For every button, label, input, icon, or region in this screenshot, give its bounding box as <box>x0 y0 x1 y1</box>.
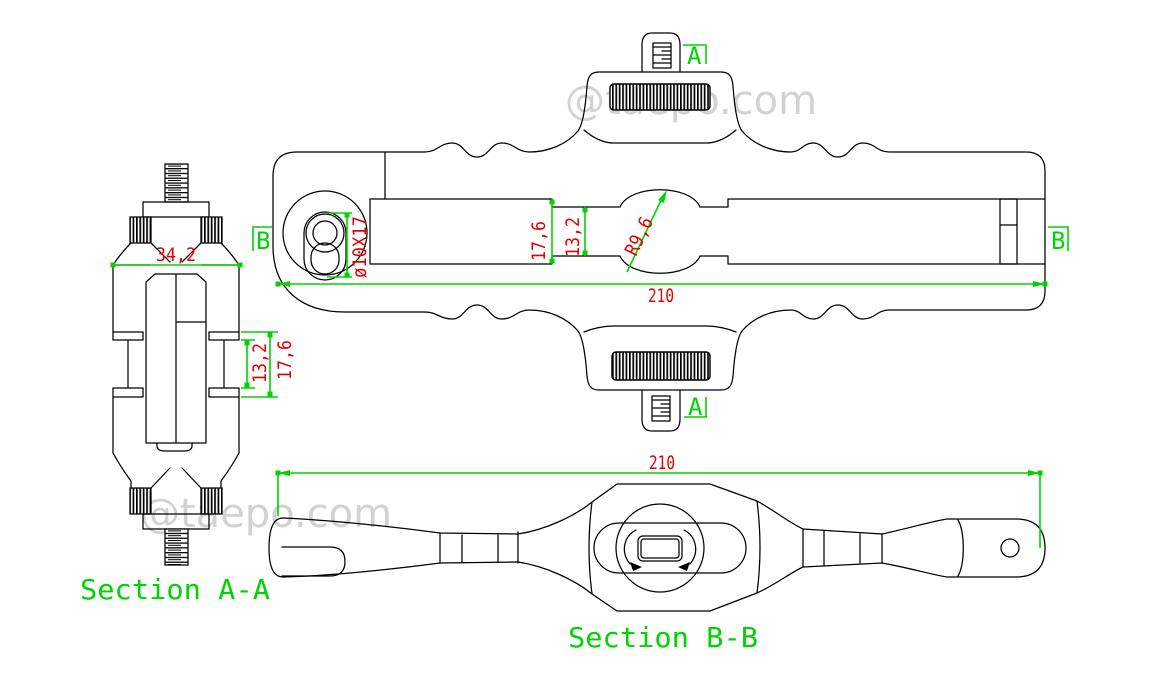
dim-side-width: 34,2 <box>156 244 196 266</box>
handle-hole <box>1000 538 1020 558</box>
dim-length-bottom-view: 210 <box>649 452 675 474</box>
radius-leader-line <box>626 193 665 273</box>
radius-arrowhead <box>658 190 667 203</box>
knurled-knob-bottom-right <box>200 487 223 515</box>
rod-shoulder-top <box>142 201 210 218</box>
length-dim-line-bottom-view <box>277 472 1041 548</box>
bottom-flare-lines <box>112 452 240 489</box>
left-boss-circle <box>282 190 368 276</box>
top-view-housing-inner-lines <box>583 129 737 333</box>
section-marker-b-right: B <box>1051 227 1065 255</box>
body-profile <box>112 264 240 454</box>
section-bb-title: Section B-B <box>568 621 758 654</box>
bottom-view-dimensions <box>275 470 1043 548</box>
rotate-arrow-right-arc <box>683 529 697 565</box>
threaded-rod-bottom <box>164 528 189 566</box>
center-socket-inner <box>640 538 680 559</box>
watermarks: @taepo.com @taepo.com <box>140 78 817 537</box>
scale-ticks-top <box>652 46 672 64</box>
center-socket-outer <box>637 535 683 562</box>
bottom-view-outline <box>268 483 1046 612</box>
side-view-section-aa: 34,2 13,2 17,6 Section A-A <box>80 163 296 606</box>
knurled-roller-top <box>609 83 711 111</box>
keyhole-slot <box>303 211 347 281</box>
knurled-knob-top-left <box>129 216 152 244</box>
section-aa-title: Section A-A <box>80 573 270 606</box>
waist-divider-lines <box>439 528 883 568</box>
dim-slot-inner: 13,2 <box>562 217 584 257</box>
center-boss-circle <box>615 503 705 593</box>
body-transition-curves <box>588 500 964 595</box>
knurled-knob-top-right <box>200 216 223 244</box>
blade-pin <box>999 198 1018 265</box>
keyhole-lower-lobe <box>310 242 340 275</box>
dim-slot-outer: 17,6 <box>528 221 550 261</box>
keyhole-outer-circle <box>305 213 345 253</box>
knurled-knob-bottom-left <box>129 487 152 515</box>
rotate-arrow-right-head <box>678 562 690 571</box>
handle-inner-tab <box>281 546 346 577</box>
top-view-outline <box>272 71 1046 391</box>
bottom-view-section-bb: 210 Section B-B <box>268 452 1046 654</box>
keyhole-inner-circle <box>312 220 338 246</box>
dim-side-inner: 13,2 <box>249 343 271 383</box>
dim-side-outer: 17,6 <box>274 340 296 380</box>
dim-hole: ø10X17 <box>349 216 371 278</box>
depth-gauge-tab-bottom <box>641 389 681 432</box>
rotor-stadium <box>593 522 747 574</box>
depth-gauge-tab-top <box>641 32 681 73</box>
top-view: ø10X17 17,6 13,2 R9,6 210 B B A A <box>252 32 1069 432</box>
section-b-marker-right-line <box>1048 226 1069 251</box>
knurled-roller-bottom <box>611 351 711 381</box>
top-flare-lines <box>112 242 240 266</box>
scale-ticks-bottom <box>651 399 671 417</box>
section-marker-a-top: A <box>687 42 702 70</box>
section-a-marker-top-line <box>683 44 707 64</box>
top-view-slot <box>369 151 1046 274</box>
rotate-arrow-left-arc <box>623 529 637 565</box>
dim-length-top-view: 210 <box>648 285 674 307</box>
dim-radius: R9,6 <box>621 214 658 260</box>
section-a-marker-bottom-line <box>684 397 707 418</box>
section-b-marker-left-line <box>252 226 272 251</box>
section-marker-b-left: B <box>256 227 270 255</box>
side-view-dimensions <box>110 262 278 398</box>
section-marker-a-bottom: A <box>688 393 703 421</box>
side-dim-lines <box>241 331 278 398</box>
top-view-dimensions <box>252 44 1069 418</box>
central-column <box>145 273 207 452</box>
threaded-rod-top <box>164 163 189 203</box>
rotate-arrow-left-head <box>630 562 642 571</box>
